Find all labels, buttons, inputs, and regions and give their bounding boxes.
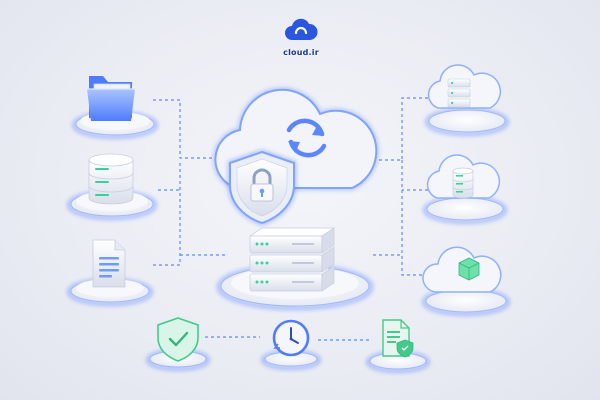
- node-document: [67, 239, 153, 306]
- server-stack-icon: [248, 227, 336, 292]
- cloud-package-icon: [422, 246, 502, 293]
- document-icon: [92, 239, 126, 288]
- node-folder: [72, 76, 158, 139]
- lock-shield-icon: [227, 149, 297, 226]
- clock-icon: [272, 319, 310, 357]
- node-cloud-server: [425, 64, 509, 136]
- node-cloud-package: [422, 246, 510, 316]
- node-clock: [261, 319, 321, 370]
- brand-name: cloud.ir: [283, 48, 319, 57]
- database-icon: [88, 153, 134, 205]
- cloud-database-icon: [426, 154, 501, 199]
- cloud-logo-icon: [285, 18, 318, 40]
- shield-check-icon: [157, 317, 199, 362]
- cloud-server-icon: [427, 64, 502, 109]
- node-shield-check: [146, 317, 210, 371]
- node-database: [67, 153, 157, 220]
- node-cloud-database: [423, 154, 507, 224]
- node-central-hub: [212, 87, 379, 311]
- secure-document-icon: [382, 319, 414, 358]
- brand-logo[interactable]: cloud.ir: [283, 18, 319, 57]
- node-secure-document: [366, 319, 430, 373]
- connector-lines: [153, 97, 428, 341]
- folder-icon: [87, 76, 135, 121]
